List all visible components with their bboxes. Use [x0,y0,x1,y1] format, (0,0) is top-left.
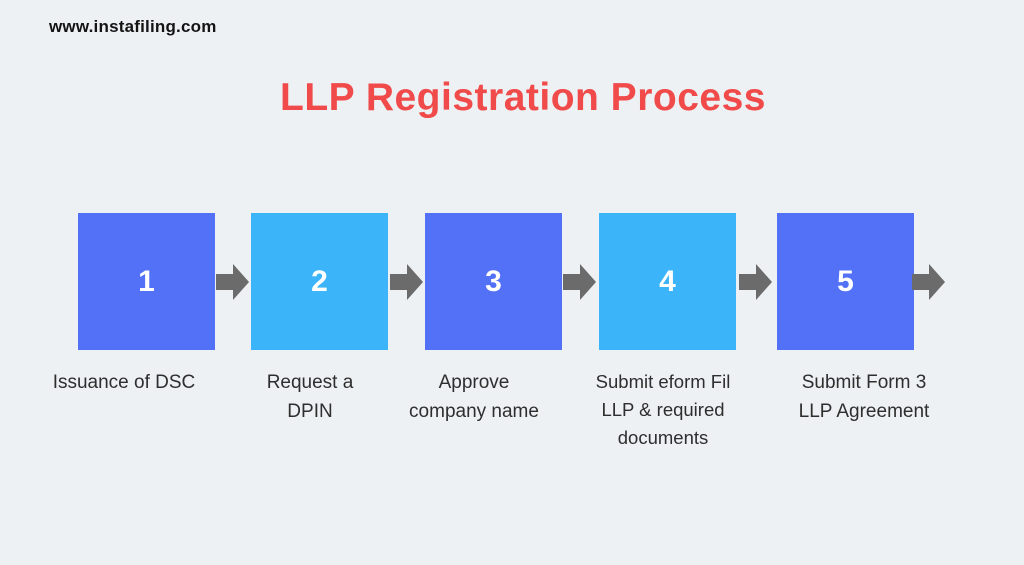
website-watermark: www.instafiling.com [49,17,217,36]
right-arrow-icon [390,263,424,301]
right-arrow-icon [216,263,250,301]
step-box-4: 4 [599,213,736,350]
step-number-3: 3 [485,264,502,298]
step-box-5: 5 [777,213,914,350]
step-number-1: 1 [138,264,155,298]
step-label-1: Issuance of DSC [52,372,196,393]
step-number-4: 4 [659,264,676,298]
step-box-3: 3 [425,213,562,350]
right-arrow-icon [912,263,946,301]
right-arrow-icon [563,263,597,301]
step-label-5: Submit Form 3 LLP Agreement [798,372,930,422]
step-label-3: Approve company name [409,372,539,422]
step-number-2: 2 [311,264,328,298]
step-label-4: Submit eform Fil LLP & required document… [595,371,731,448]
right-arrow-icon [739,263,773,301]
step-box-1: 1 [78,213,215,350]
page-title: LLP Registration Process [280,76,766,119]
step-label-2: Request a DPIN [266,372,354,422]
step-box-2: 2 [251,213,388,350]
step-number-5: 5 [837,264,854,298]
